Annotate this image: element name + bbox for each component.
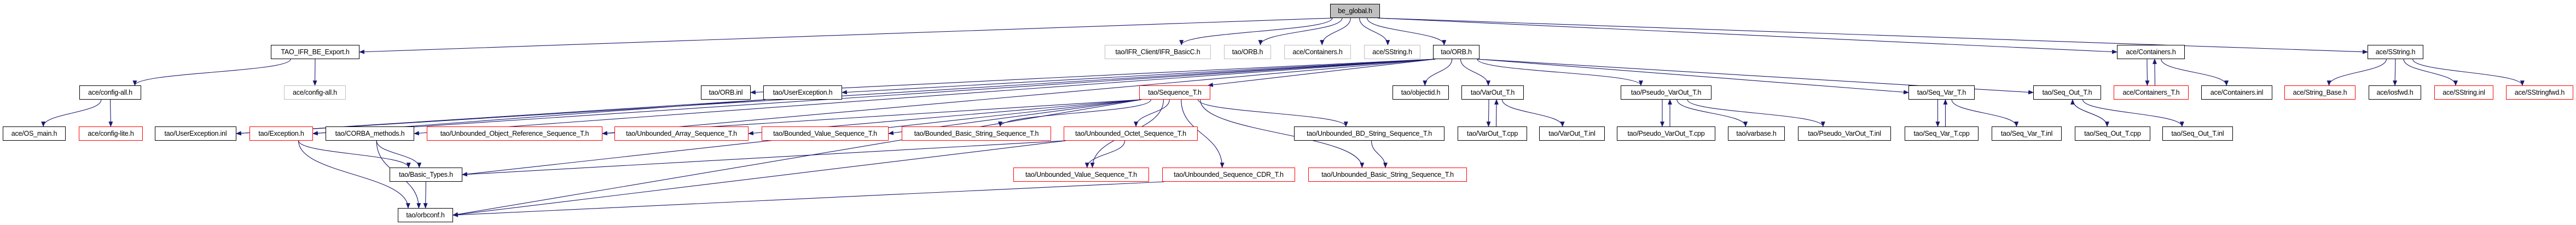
node-containers-inl[interactable]: ace/Containers.inl — [2201, 85, 2272, 100]
node-seq-out-t-inl[interactable]: tao/Seq_Out_T.inl — [2162, 126, 2233, 141]
node-containers-h[interactable]: ace/Containers.h — [2117, 45, 2185, 59]
edge-be-global-to-orb-h — [1367, 18, 1447, 45]
edge-be-global-to-sstring-h-gray — [1359, 18, 1390, 45]
edge-sequence-t-to-ub-octet-seq — [1134, 99, 1170, 127]
edge-containers-h-to-containers-inl — [2161, 59, 2229, 86]
edge-sstring-h-to-string-base — [2326, 59, 2387, 86]
node-varout-t-h[interactable]: tao/VarOut_T.h — [1461, 85, 1524, 100]
node-os-main[interactable]: ace/OS_main.h — [3, 126, 66, 141]
node-be-global: be_global.h — [1330, 4, 1380, 18]
node-ub-value-seq[interactable]: tao/Unbounded_Value_Sequence_T.h — [1013, 168, 1149, 182]
node-pseudo-varout-t-inl[interactable]: tao/Pseudo_VarOut_T.inl — [1798, 126, 1891, 141]
node-pseudo-varout-t-cpp[interactable]: tao/Pseudo_VarOut_T.cpp — [1617, 126, 1715, 141]
edge-config-all-to-os-main — [41, 99, 102, 127]
edge-sequence-t-to-orbconf — [452, 99, 1142, 217]
edge-seq-out-t-cpp-to-seq-out-t-h — [2070, 99, 2108, 127]
edge-be-global-to-tao-ifr-be-export — [359, 18, 1333, 54]
edge-orb-h-to-user-exception-h — [842, 59, 1436, 95]
edge-orb-h-to-ub-objref-seq — [602, 59, 1436, 136]
node-sstringfwd[interactable]: ace/SStringfwd.h — [2506, 85, 2573, 100]
node-orb-inl[interactable]: tao/ORB.inl — [701, 85, 751, 100]
node-iosfwd[interactable]: ace/iosfwd.h — [2369, 85, 2421, 100]
edge-sstring-h-to-sstringfwd — [2412, 59, 2525, 86]
edge-ub-octet-seq-to-basic-types — [462, 140, 1066, 177]
node-b-value-seq[interactable]: tao/Bounded_Value_Sequence_T.h — [762, 126, 889, 141]
node-user-exception-inl[interactable]: tao/UserException.inl — [155, 126, 236, 141]
edge-be-global-to-containers-h-gray — [1320, 18, 1351, 45]
edge-orb-h-to-orb-inl — [750, 59, 1436, 95]
edge-ub-octet-seq-to-ub-value-seq — [1084, 140, 1125, 168]
node-orb-h[interactable]: tao/ORB.h — [1433, 45, 1480, 59]
node-config-all[interactable]: ace/config-all.h — [79, 85, 141, 100]
node-orb-h-gray: tao/ORB.h — [1224, 45, 1271, 59]
node-config-lite[interactable]: ace/config-lite.h — [79, 126, 143, 141]
edge-pseudo-varout-t-h-to-varbase — [1676, 99, 1748, 127]
edge-be-global-to-sstring-h — [1377, 18, 2368, 54]
node-containers-h-gray: ace/Containers.h — [1284, 45, 1351, 59]
edge-tao-ifr-be-export-to-config-all — [132, 59, 291, 86]
edge-seq-out-t-h-to-seq-out-t-inl — [2082, 99, 2184, 127]
edge-orb-h-to-sequence-t — [1208, 59, 1436, 87]
edge-orb-h-to-exception-h — [312, 59, 1436, 136]
edge-orb-h-to-corba-methods — [414, 59, 1436, 136]
node-config-all-gray: ace/config-all.h — [284, 85, 346, 100]
edge-seq-var-t-h-to-seq-var-t-inl — [1951, 99, 2019, 127]
node-user-exception-h[interactable]: tao/UserException.h — [763, 85, 842, 100]
edge-orb-h-to-varout-t-h — [1460, 59, 1490, 86]
node-seq-var-t-h[interactable]: tao/Seq_Var_T.h — [1908, 85, 1975, 100]
edge-orb-h-to-seq-var-t-h — [1477, 59, 1909, 95]
node-sstring-inl[interactable]: ace/SString.inl — [2434, 85, 2493, 100]
edge-varout-t-h-to-varout-t-inl — [1501, 99, 1565, 127]
node-basic-types[interactable]: tao/Basic_Types.h — [390, 168, 462, 182]
edge-orb-h-to-objectid — [1423, 59, 1453, 86]
edge-sstring-h-to-sstring-inl — [2403, 59, 2458, 86]
node-varout-t-cpp[interactable]: tao/VarOut_T.cpp — [1458, 126, 1527, 141]
edge-exception-h-to-basic-types — [298, 140, 411, 168]
edge-be-global-to-ifr-basicc — [1179, 18, 1333, 45]
node-seq-out-t-cpp[interactable]: tao/Seq_Out_T.cpp — [2075, 126, 2150, 141]
node-objectid[interactable]: tao/objectid.h — [1393, 85, 1449, 100]
edge-exception-h-to-orbconf — [298, 140, 410, 209]
edge-sequence-t-to-ub-bd-string-seq — [1198, 99, 1348, 127]
node-sstring-h-gray: ace/SString.h — [1364, 45, 1420, 59]
node-b-basic-string-seq[interactable]: tao/Bounded_Basic_String_Sequence_T.h — [902, 126, 1051, 141]
edge-ub-bd-string-seq-to-ub-basic-string-seq — [1371, 140, 1388, 168]
node-sequence-t[interactable]: tao/Sequence_T.h — [1139, 85, 1210, 100]
node-orbconf[interactable]: tao/orbconf.h — [398, 208, 453, 222]
node-sstring-h[interactable]: ace/SString.h — [2368, 45, 2423, 59]
edge-be-global-to-containers-h — [1377, 18, 2117, 54]
node-ub-basic-string-seq[interactable]: tao/Unbounded_Basic_String_Sequence_T.h — [1308, 168, 1467, 182]
edge-user-exception-h-to-user-exception-inl — [236, 99, 766, 136]
edge-corba-methods-to-basic-types — [376, 140, 422, 168]
edge-ub-octet-seq-to-orbconf — [452, 140, 1066, 217]
node-seq-out-t-h[interactable]: tao/Seq_Out_T.h — [2033, 85, 2101, 100]
node-ub-array-seq[interactable]: tao/Unbounded_Array_Sequence_T.h — [614, 126, 749, 141]
edge-varout-t-cpp-to-varout-t-h — [1494, 99, 1499, 127]
node-pseudo-varout-t-h[interactable]: tao/Pseudo_VarOut_T.h — [1621, 85, 1711, 100]
node-varbase[interactable]: tao/varbase.h — [1728, 126, 1785, 141]
edge-ub-seq-cdr-to-orbconf — [452, 181, 1165, 217]
node-containers-t-h[interactable]: ace/Containers_T.h — [2114, 85, 2189, 100]
node-ub-octet-seq[interactable]: tao/Unbounded_Octet_Sequence_T.h — [1064, 126, 1198, 141]
node-seq-var-t-cpp[interactable]: tao/Seq_Var_T.cpp — [1905, 126, 1979, 141]
edge-sequence-t-to-ub-basic-string-seq — [1200, 99, 1365, 168]
node-tao-ifr-be-export[interactable]: TAO_IFR_BE_Export.h — [271, 45, 359, 59]
edge-pseudo-varout-t-h-to-pseudo-varout-t-inl — [1687, 99, 1825, 127]
node-ub-objref-seq[interactable]: tao/Unbounded_Object_Reference_Sequence_… — [427, 126, 602, 141]
node-corba-methods[interactable]: tao/CORBA_methods.h — [326, 126, 414, 141]
edge-be-global-to-orb-h-gray — [1258, 18, 1343, 45]
edge-sequence-t-to-ub-seq-cdr — [1181, 99, 1225, 168]
node-varout-t-inl[interactable]: tao/VarOut_T.inl — [1539, 126, 1605, 141]
node-ifr-basicc: tao/IFR_Client/IFR_BasicC.h — [1105, 45, 1211, 59]
node-string-base[interactable]: ace/String_Base.h — [2284, 85, 2355, 100]
edge-containers-h-to-containers-t-h — [2145, 59, 2150, 86]
node-ub-seq-cdr[interactable]: tao/Unbounded_Sequence_CDR_T.h — [1162, 168, 1295, 182]
edge-orb-h-to-pseudo-varout-t-h — [1477, 59, 1643, 86]
node-ub-bd-string-seq[interactable]: tao/Unbounded_BD_String_Sequence_T.h — [1294, 126, 1444, 141]
node-seq-var-t-inl[interactable]: tao/Seq_Var_T.inl — [1992, 126, 2062, 141]
node-exception-h[interactable]: tao/Exception.h — [250, 126, 313, 141]
